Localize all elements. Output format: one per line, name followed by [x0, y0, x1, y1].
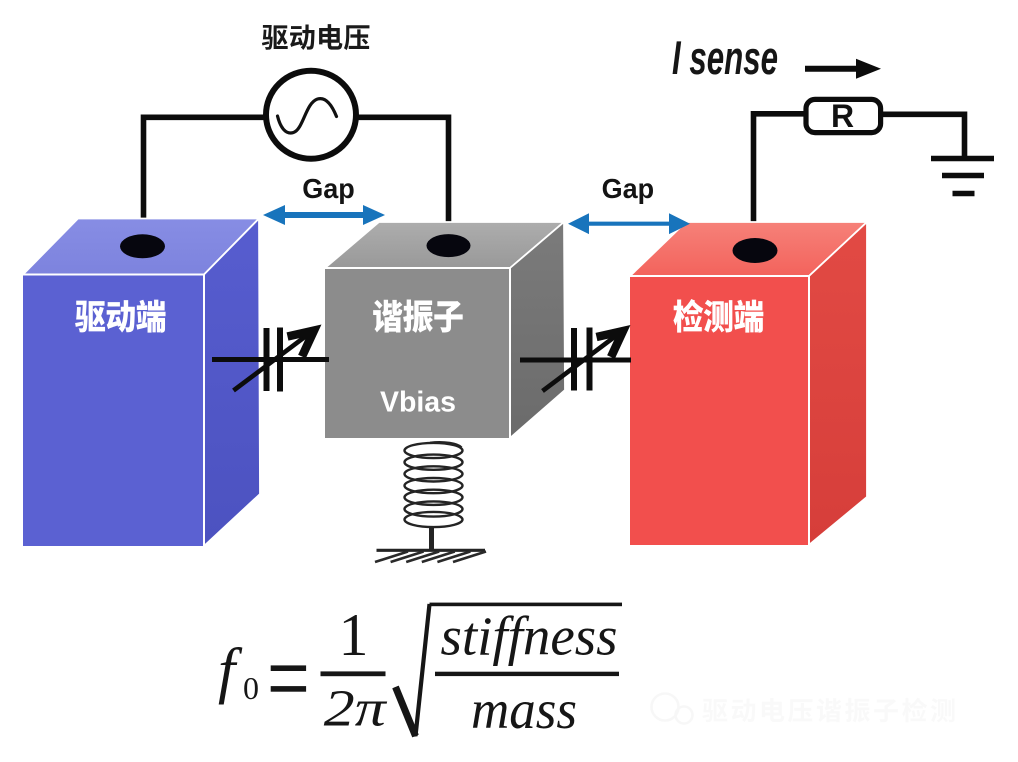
- svg-text:1: 1: [339, 602, 369, 668]
- svg-text:0: 0: [243, 670, 259, 706]
- svg-text:2π: 2π: [324, 680, 387, 737]
- svg-text:Vbias: Vbias: [380, 386, 456, 418]
- svg-text:stiffness: stiffness: [441, 605, 618, 666]
- svg-text:Gap: Gap: [302, 173, 355, 204]
- svg-text:mass: mass: [471, 679, 577, 740]
- svg-text:Gap: Gap: [602, 173, 655, 204]
- svg-text:R: R: [831, 98, 854, 134]
- svg-text:I sense: I sense: [672, 31, 778, 84]
